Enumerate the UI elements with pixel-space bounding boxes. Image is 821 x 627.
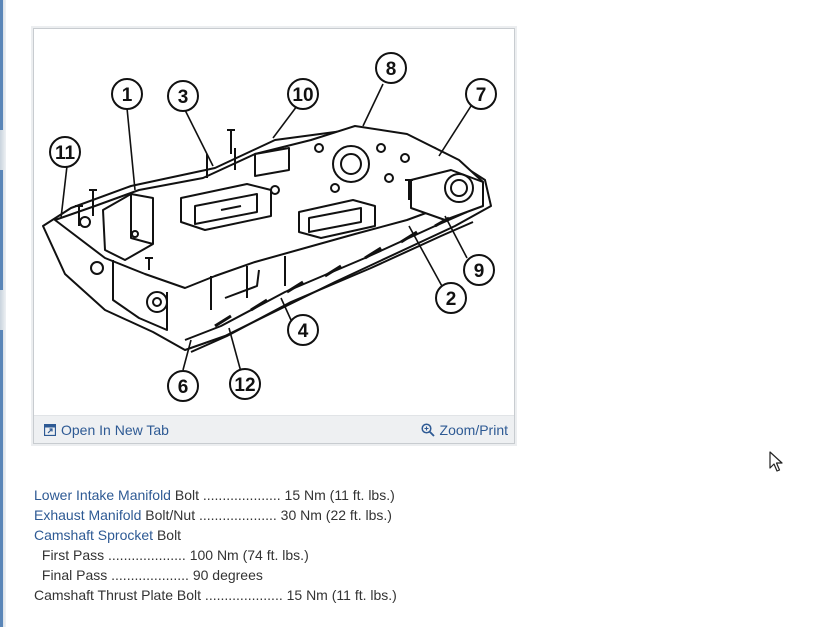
edge-strip bbox=[0, 170, 3, 290]
figure-toolbar: Open In New Tab Zoom/Print bbox=[34, 415, 514, 443]
spec-value: Bolt bbox=[153, 527, 182, 543]
callout-4: 4 bbox=[287, 314, 319, 346]
callout-8: 8 bbox=[375, 52, 407, 84]
callout-label: 10 bbox=[292, 85, 313, 106]
callout-label: 2 bbox=[446, 289, 457, 310]
callout-7: 7 bbox=[465, 78, 497, 110]
callout-12: 12 bbox=[229, 368, 261, 400]
callout-label: 7 bbox=[476, 85, 487, 106]
callout-label: 4 bbox=[298, 321, 309, 342]
open-in-new-tab-link[interactable]: Open In New Tab bbox=[44, 420, 169, 440]
manifold-drawing: 1 3 10 8 7 bbox=[42, 52, 497, 402]
spec-final-pass: Final Pass .................... 90 degre… bbox=[38, 567, 263, 583]
spec-value: Bolt/Nut .................... 30 Nm (22 … bbox=[141, 507, 392, 523]
callout-1: 1 bbox=[111, 78, 143, 110]
spec-value: Bolt .................... 15 Nm (11 ft. … bbox=[170, 487, 395, 503]
exhaust-manifold-link[interactable]: Exhaust Manifold bbox=[34, 507, 142, 523]
callout-9: 9 bbox=[463, 254, 495, 286]
callout-label: 11 bbox=[55, 143, 76, 164]
callout-2: 2 bbox=[435, 282, 467, 314]
spec-camshaft-sprocket: Camshaft Sprocket Bolt bbox=[34, 525, 397, 545]
open-in-new-tab-label: Open In New Tab bbox=[61, 422, 169, 438]
edge-strip bbox=[0, 330, 3, 627]
camshaft-sprocket-link[interactable]: Camshaft Sprocket bbox=[34, 527, 154, 543]
zoom-print-link[interactable]: Zoom/Print bbox=[420, 420, 508, 440]
callout-3: 3 bbox=[167, 80, 199, 112]
callout-label: 3 bbox=[178, 87, 189, 108]
mouse-pointer-icon bbox=[769, 451, 783, 472]
zoom-print-label: Zoom/Print bbox=[439, 422, 508, 438]
callout-label: 6 bbox=[178, 377, 189, 398]
spec-lower-intake-manifold: Lower Intake Manifold Bolt .............… bbox=[34, 485, 397, 505]
window-left-edge bbox=[0, 0, 6, 627]
spec-camshaft-thrust-plate: Camshaft Thrust Plate Bolt .............… bbox=[34, 587, 397, 603]
edge-strip bbox=[0, 0, 3, 130]
figure-card: 1 3 10 8 7 bbox=[33, 28, 515, 444]
callout-10: 10 bbox=[287, 78, 319, 110]
open-new-tab-icon bbox=[44, 424, 56, 436]
spec-first-pass: First Pass .................... 100 Nm (… bbox=[38, 547, 309, 563]
torque-specs: Lower Intake Manifold Bolt .............… bbox=[34, 485, 397, 605]
callout-label: 1 bbox=[122, 85, 133, 106]
callout-label: 12 bbox=[234, 375, 255, 396]
callout-label: 9 bbox=[474, 261, 485, 282]
lower-intake-manifold-link[interactable]: Lower Intake Manifold bbox=[34, 487, 171, 503]
callout-6: 6 bbox=[167, 370, 199, 402]
spec-exhaust-manifold: Exhaust Manifold Bolt/Nut ..............… bbox=[34, 505, 397, 525]
callout-label: 8 bbox=[386, 59, 397, 80]
manifold-diagram[interactable]: 1 3 10 8 7 bbox=[35, 30, 513, 416]
callout-11: 11 bbox=[49, 136, 81, 168]
magnifier-icon bbox=[420, 423, 435, 437]
